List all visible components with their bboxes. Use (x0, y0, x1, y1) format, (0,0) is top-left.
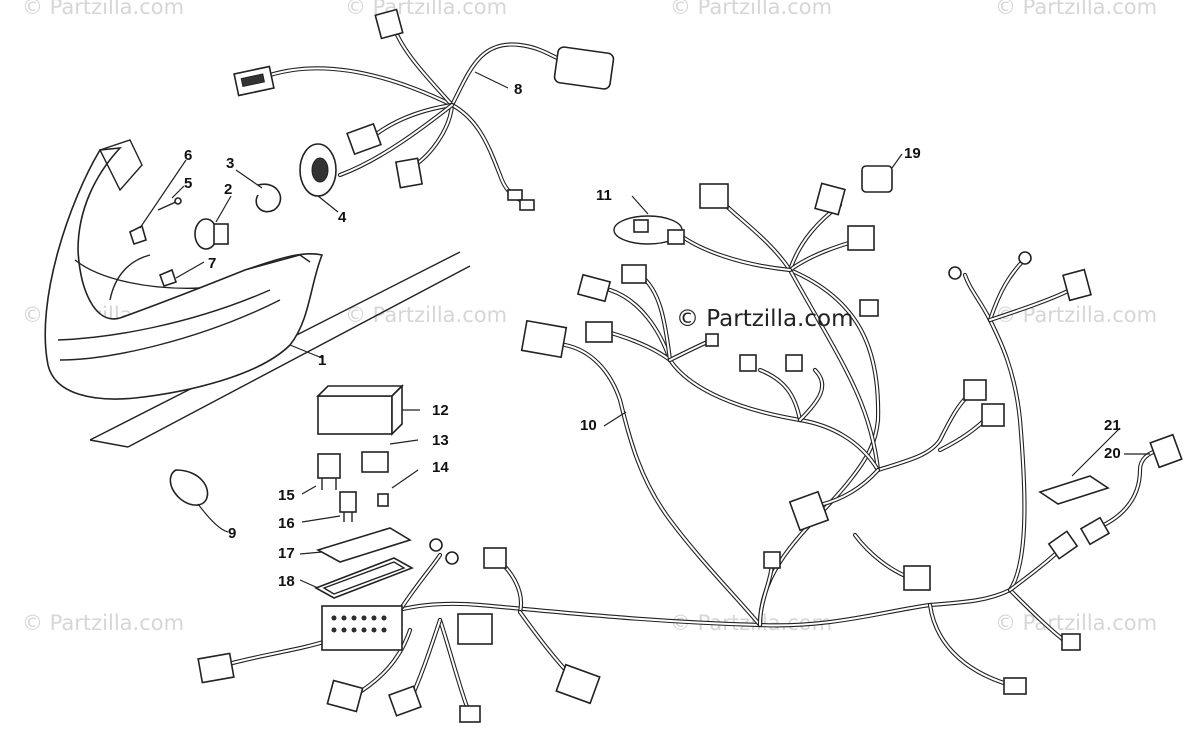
headlight-bulb (194, 195, 232, 250)
screw (157, 185, 185, 211)
clip (129, 159, 187, 246)
callout-11: 11 (596, 187, 612, 204)
mini-fuse (377, 469, 419, 507)
callout-6: 6 (184, 147, 192, 164)
callout-8: 8 (514, 81, 522, 98)
watermark: © Partzilla.com (22, 611, 184, 635)
callout-4: 4 (338, 209, 347, 226)
headlight-assembly (44, 139, 471, 448)
callout-17: 17 (278, 545, 295, 562)
callout-16: 16 (278, 515, 295, 532)
main-harness (197, 182, 1092, 723)
callout-3: 3 (226, 155, 234, 172)
watermark: © Partzilla.com (995, 611, 1157, 635)
watermark: © Partzilla.com (345, 0, 507, 19)
callout-12: 12 (432, 402, 449, 419)
cable-tie (169, 469, 229, 533)
fuse-box-cover (316, 384, 420, 436)
callout-14: 14 (432, 459, 449, 476)
watermark: © Partzilla.com (995, 0, 1157, 19)
rubber-boot (299, 143, 339, 213)
callout-5: 5 (184, 175, 192, 192)
callout-7: 7 (208, 255, 216, 272)
fuse-box-gasket (299, 557, 414, 599)
callout-18: 18 (278, 573, 295, 590)
watermark: © Partzilla.com (22, 0, 184, 19)
decal-sheet (1038, 427, 1121, 505)
bulb-retainer-ring (235, 169, 282, 213)
callout-labels: 1 2 3 4 5 6 7 8 9 10 11 12 13 14 15 16 1… (184, 81, 1121, 590)
relay-16 (301, 491, 357, 523)
callout-1: 1 (318, 352, 326, 369)
fuse-holder (613, 195, 685, 245)
clip-lower (158, 261, 205, 288)
callout-2: 2 (224, 181, 232, 198)
callout-19: 19 (904, 145, 921, 162)
watermark: © Partzilla.com (345, 303, 507, 327)
callout-15: 15 (278, 487, 295, 504)
watermark: © Partzilla.com (995, 303, 1157, 327)
relay-small (361, 439, 419, 473)
relay-15 (301, 453, 341, 495)
callout-13: 13 (432, 432, 449, 449)
callout-21: 21 (1104, 417, 1121, 434)
callout-10: 10 (580, 417, 597, 434)
copyright-watermark: © Partzilla.com (676, 306, 854, 332)
watermark-layer: © Partzilla.com © Partzilla.com © Partzi… (22, 0, 1157, 635)
sensor-harness (1079, 433, 1183, 546)
connector-19 (861, 153, 903, 193)
callout-9: 9 (228, 525, 236, 542)
watermark: © Partzilla.com (670, 0, 832, 19)
fuse-label-sheet (299, 527, 412, 563)
callout-20: 20 (1104, 445, 1121, 462)
headlight-harness (233, 8, 615, 211)
